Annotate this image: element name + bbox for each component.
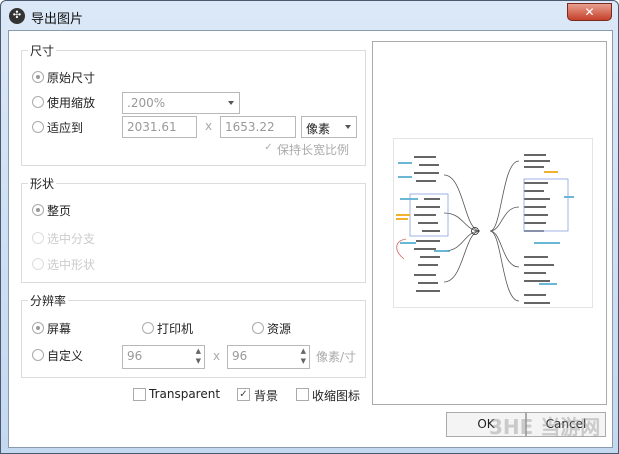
shape-group-label: 形状	[28, 175, 57, 192]
times-label: x	[213, 349, 221, 363]
original-size-label: 原始尺寸	[47, 71, 96, 85]
dialog-body: 尺寸 原始尺寸 使用缩放 .200% 适应到 2031.61 x 1653.22…	[8, 30, 613, 448]
height-input[interactable]: 1653.22	[220, 116, 296, 138]
mindmap-thumbnail	[396, 154, 574, 304]
background-checkbox[interactable]: ✓	[237, 388, 250, 401]
collapse-icon-checkbox[interactable]	[296, 388, 309, 401]
width-input[interactable]: 2031.61	[122, 116, 197, 138]
radio-printer[interactable]	[142, 322, 154, 334]
fit-to-label: 适应到	[47, 121, 84, 135]
use-scale-label: 使用缩放	[47, 96, 96, 110]
spin-down-icon[interactable]: ▼	[300, 357, 306, 365]
radio-whole-page[interactable]	[32, 204, 44, 216]
keep-ratio-label: 保持长宽比例	[277, 143, 350, 157]
dpi-unit-label: 像素/寸	[316, 350, 357, 364]
selected-shape-label: 选中形状	[47, 258, 96, 272]
relationship-line	[396, 238, 407, 260]
radio-source[interactable]	[252, 322, 264, 334]
preview-image	[393, 138, 593, 308]
whole-page-label: 整页	[47, 204, 72, 218]
highlight-nodes	[398, 162, 574, 285]
app-logo-icon: ✣	[9, 8, 25, 24]
radio-fit-to[interactable]	[32, 121, 44, 133]
screen-label: 屏幕	[47, 322, 72, 336]
spin-down-icon[interactable]: ▼	[195, 357, 201, 365]
unit-value: 像素	[306, 122, 331, 136]
keep-ratio-checkbox[interactable]: ✓	[262, 142, 275, 155]
collapse-icon-label: 收缩图标	[312, 389, 361, 403]
radio-original-size[interactable]	[32, 71, 44, 83]
size-group: 尺寸	[21, 42, 366, 166]
size-group-label: 尺寸	[28, 42, 57, 59]
background-label: 背景	[254, 389, 279, 403]
chevron-down-icon	[228, 101, 234, 105]
cancel-button[interactable]: Cancel	[526, 412, 606, 437]
branch-lines	[443, 160, 520, 302]
radio-selected-branch[interactable]	[32, 232, 44, 244]
radio-custom[interactable]	[32, 349, 44, 361]
spin-up-icon[interactable]: ▲	[300, 347, 306, 355]
unit-dropdown[interactable]: 像素	[301, 116, 357, 138]
custom-label: 自定义	[47, 349, 84, 363]
close-button[interactable]: ✕	[567, 3, 612, 21]
source-label: 资源	[267, 322, 292, 336]
scale-value: .200%	[127, 96, 166, 110]
boundary	[523, 178, 569, 232]
scale-dropdown[interactable]: .200%	[122, 92, 240, 114]
preview-pane	[372, 41, 607, 405]
dpi-x-input[interactable]: 96 ▲ ▼	[122, 345, 205, 369]
ok-button[interactable]: OK	[446, 412, 526, 437]
spin-up-icon[interactable]: ▲	[195, 347, 201, 355]
dpi-x-value: 96	[127, 349, 143, 363]
selected-branch-label: 选中分支	[47, 232, 96, 246]
radio-use-scale[interactable]	[32, 96, 44, 108]
times-label: x	[205, 119, 213, 133]
dpi-y-input[interactable]: 96 ▲ ▼	[227, 345, 310, 369]
resolution-group: 分辨率	[21, 292, 366, 378]
printer-label: 打印机	[157, 322, 194, 336]
resolution-group-label: 分辨率	[28, 292, 69, 309]
topic-nodes	[414, 154, 554, 304]
radio-selected-shape[interactable]	[32, 258, 44, 270]
callout-nodes	[396, 171, 558, 220]
radio-screen[interactable]	[32, 322, 44, 334]
watermark: 3HE 当游网	[489, 415, 601, 439]
dialog-title: 导出图片	[31, 12, 84, 27]
central-topic	[471, 227, 479, 235]
transparent-checkbox[interactable]	[133, 388, 146, 401]
dpi-y-value: 96	[232, 349, 248, 363]
transparent-label: Transparent	[149, 387, 221, 401]
chevron-down-icon	[345, 125, 351, 129]
shape-group: 形状	[21, 175, 366, 283]
